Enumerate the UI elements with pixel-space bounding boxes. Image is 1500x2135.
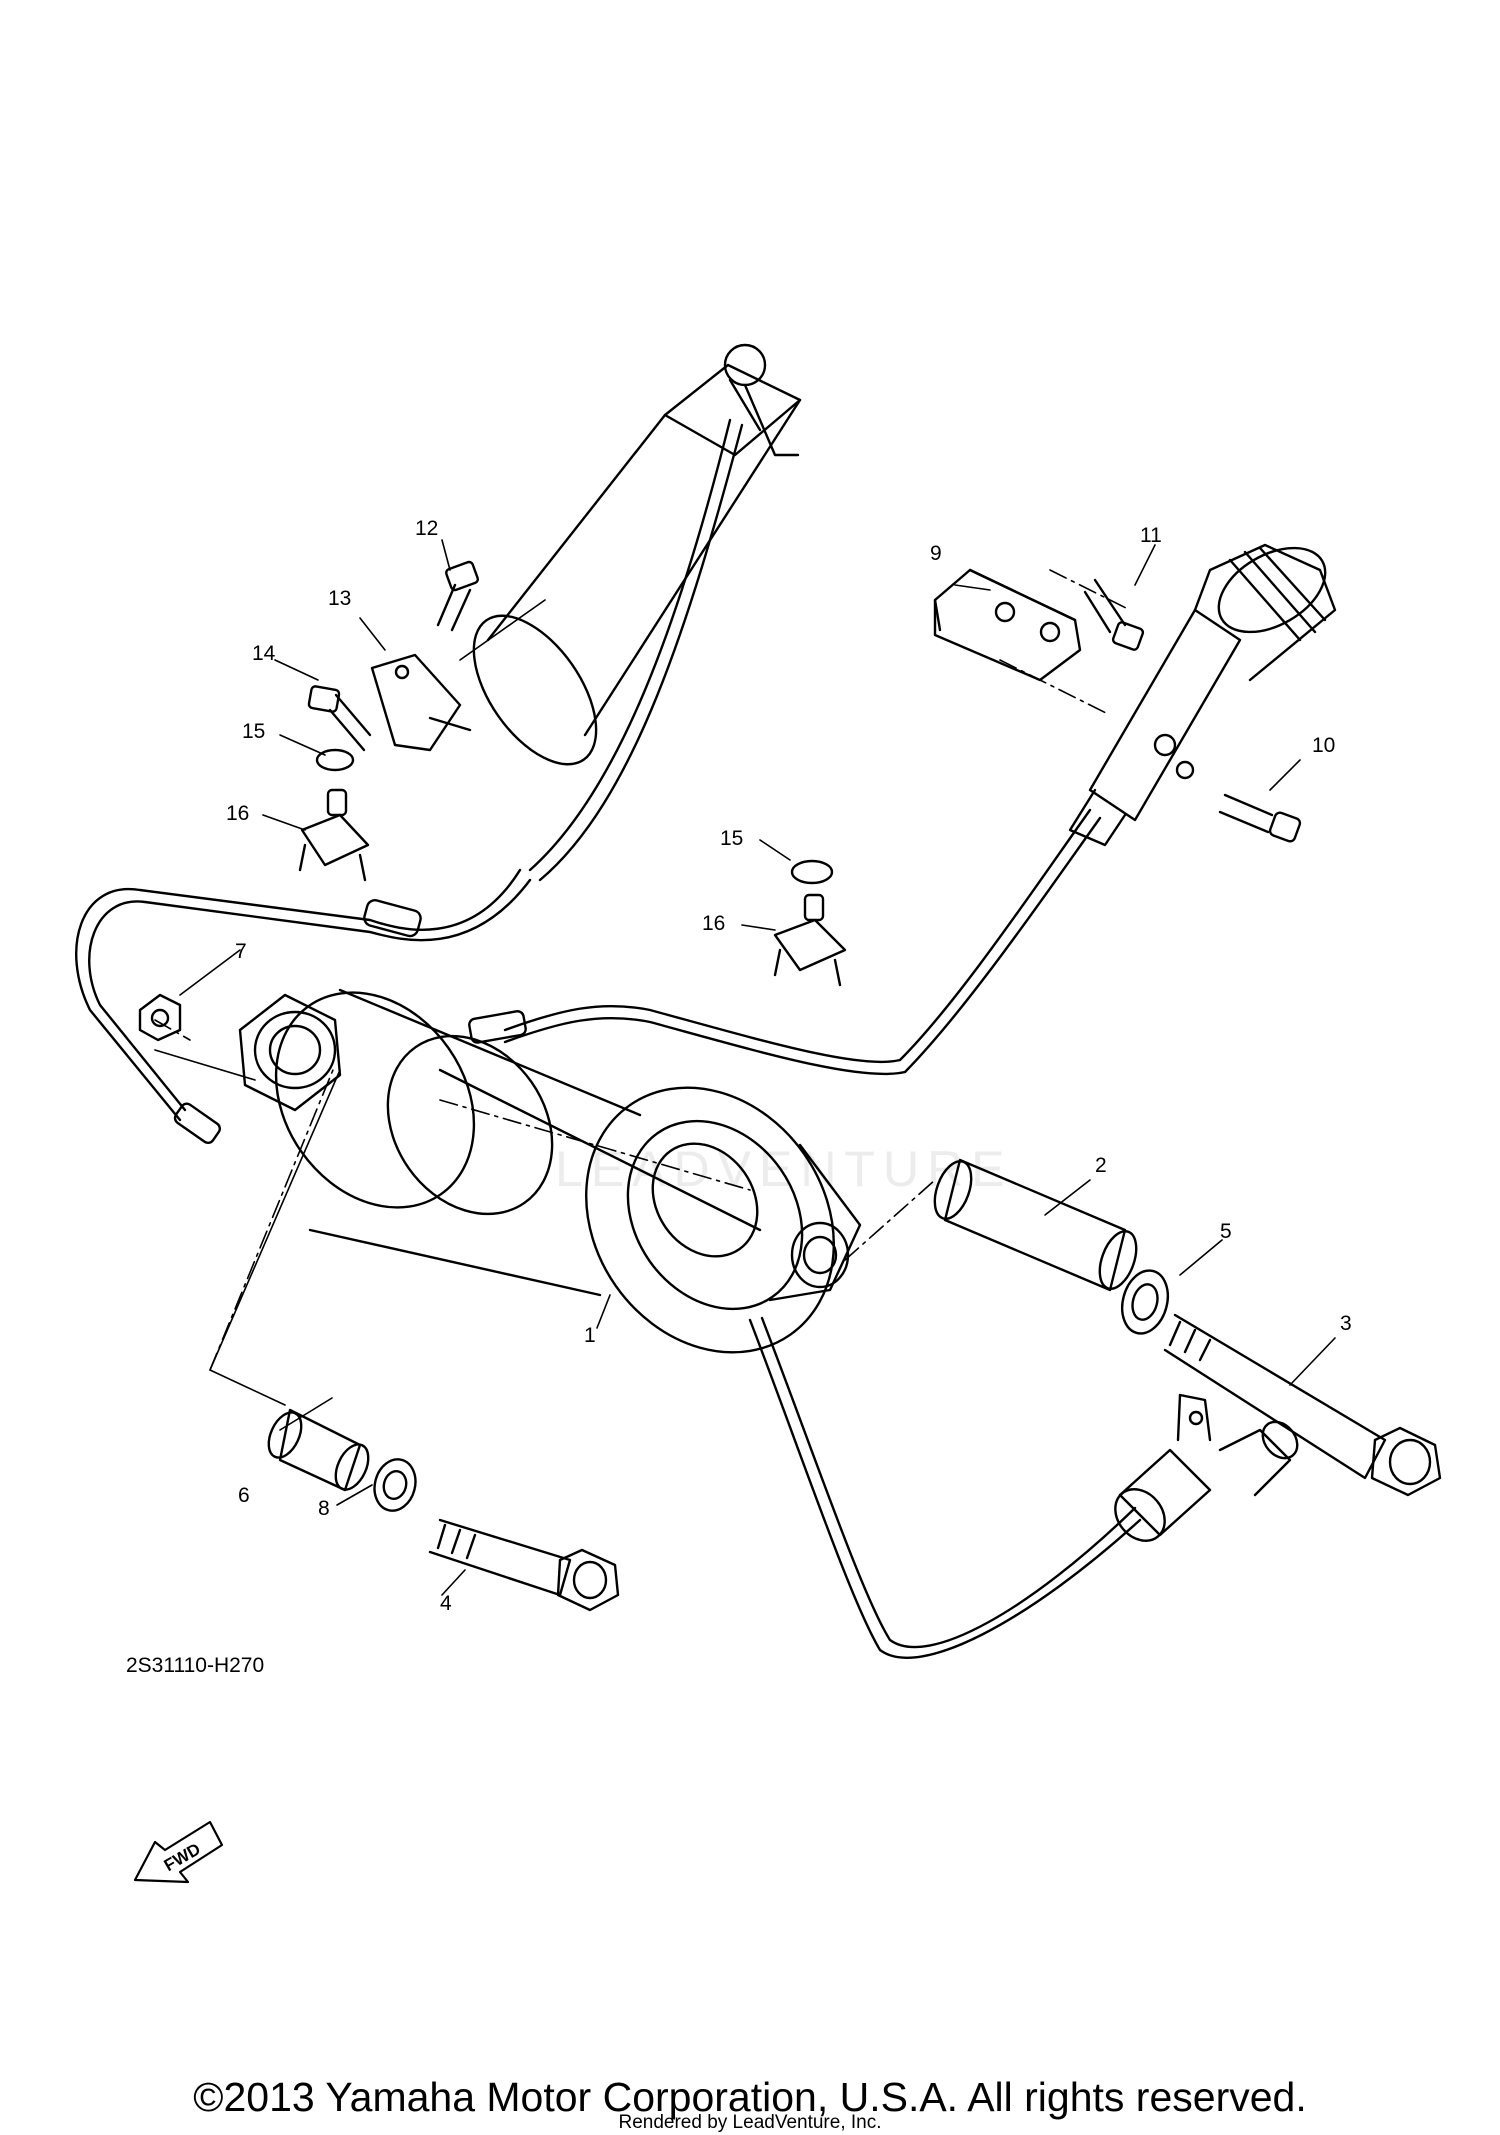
label-part-1: 1 xyxy=(584,1324,596,1347)
washer-15-left xyxy=(315,748,355,772)
damping-adjuster-hose xyxy=(748,1316,1299,1659)
label-part-16a: 16 xyxy=(226,802,249,825)
reservoir-tank xyxy=(472,343,802,766)
bracket-13 xyxy=(370,653,472,752)
label-part-3: 3 xyxy=(1340,1312,1352,1335)
label-part-12: 12 xyxy=(415,517,438,540)
adjuster-hose xyxy=(468,808,1102,1076)
bolt-11 xyxy=(1083,578,1145,651)
label-part-4: 4 xyxy=(440,1592,452,1615)
diagram-code: 2S31110-H270 xyxy=(126,1654,265,1677)
rear-shock-absorber xyxy=(238,988,862,1354)
nut-7 xyxy=(138,993,182,1042)
washer-5 xyxy=(1120,1269,1170,1335)
clip-16-right xyxy=(773,893,847,987)
label-part-10: 10 xyxy=(1312,734,1335,757)
bracket-9 xyxy=(933,568,1082,682)
bolt-14 xyxy=(307,685,372,752)
label-part-2: 2 xyxy=(1095,1154,1107,1177)
reservoir-hose xyxy=(75,418,744,1145)
leader-lines xyxy=(154,539,1336,1596)
label-part-9: 9 xyxy=(930,542,942,565)
bolt-3 xyxy=(1163,1313,1442,1497)
label-part-11: 11 xyxy=(1140,524,1162,547)
label-part-5: 5 xyxy=(1220,1220,1232,1243)
fwd-arrow-icon: FWD xyxy=(133,1820,224,1884)
bolt-10 xyxy=(1218,793,1302,843)
label-part-8: 8 xyxy=(318,1497,330,1520)
bolt-12 xyxy=(436,560,479,632)
bolt-4 xyxy=(428,1518,620,1612)
label-part-14: 14 xyxy=(252,642,276,665)
collar-6 xyxy=(267,1408,370,1492)
washer-15-right xyxy=(790,859,834,885)
spacer-8 xyxy=(373,1458,417,1512)
label-part-7: 7 xyxy=(235,940,247,963)
label-part-13: 13 xyxy=(328,587,351,610)
collar-2 xyxy=(933,1158,1138,1292)
assembly-guide-lines xyxy=(154,569,1131,1371)
rendered-by-notice: Rendered by LeadVenture, Inc. xyxy=(618,2112,882,2133)
label-part-15b: 15 xyxy=(720,827,743,850)
label-part-6: 6 xyxy=(238,1484,250,1507)
label-part-16b: 16 xyxy=(702,912,725,935)
part-labels: 1 2 3 4 5 6 7 8 9 10 11 12 13 14 15 15 1… xyxy=(226,517,1352,1615)
preload-adjuster xyxy=(1068,543,1337,847)
clip-16-left xyxy=(298,788,370,882)
copyright-notice: ©2013 Yamaha Motor Corporation, U.S.A. A… xyxy=(193,2074,1307,2120)
label-part-15a: 15 xyxy=(242,720,265,743)
